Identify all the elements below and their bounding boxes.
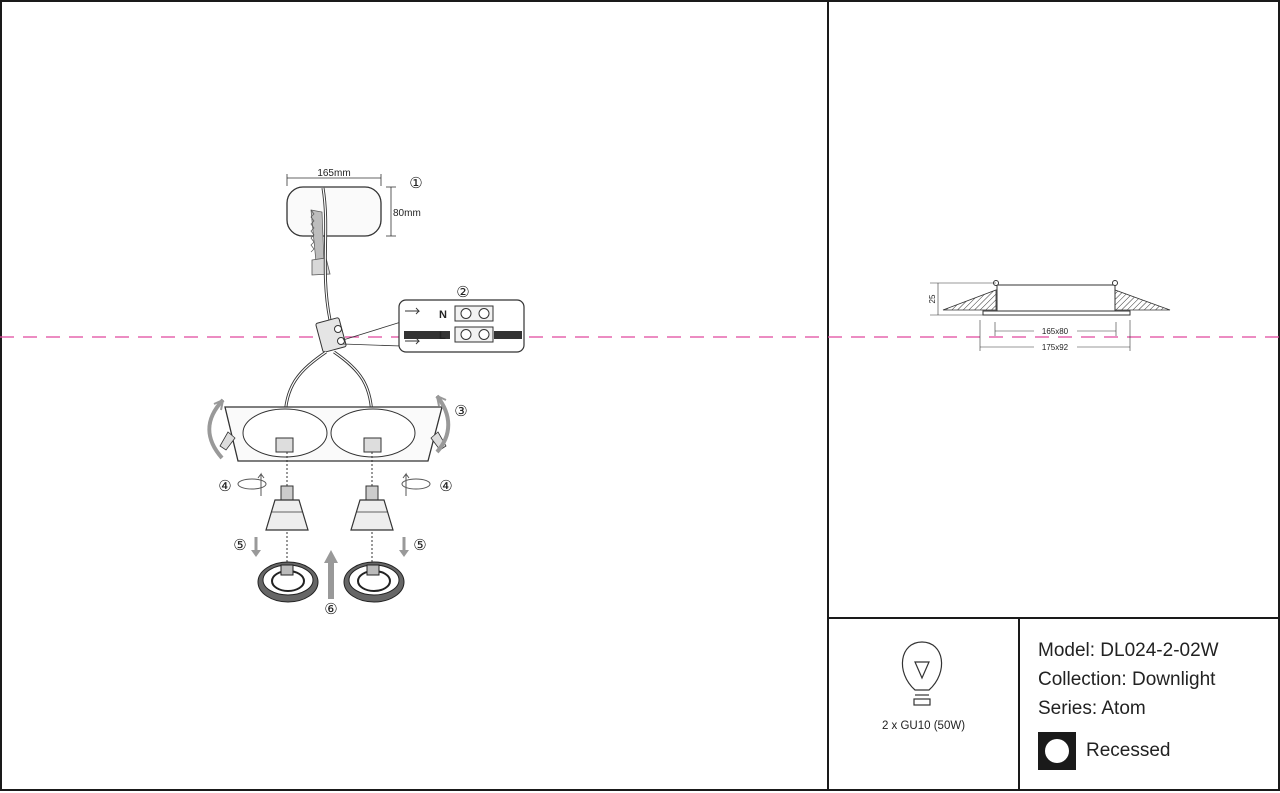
- trim-ring-right: [343, 561, 405, 603]
- step-6-number: ⑥: [324, 601, 337, 618]
- rotate-arrow-right-icon: [401, 472, 431, 496]
- side-height-label: 25: [928, 294, 937, 303]
- step-5-right-number: ⑤: [413, 537, 426, 554]
- down-arrow-right-icon: [399, 537, 409, 557]
- recessed-icon: [1038, 732, 1076, 770]
- bulb-spec: 2 x GU10 (50W): [881, 720, 966, 732]
- down-arrow-left-icon: [251, 537, 261, 557]
- trim-ring-left: [257, 561, 319, 603]
- side-outer-label: 175x92: [1042, 343, 1069, 352]
- terminal-neutral-label: N: [439, 309, 447, 321]
- spring-arrow-left: [207, 398, 225, 460]
- side-cutout-label: 165x80: [1042, 327, 1069, 336]
- step-1-number: ①: [409, 175, 422, 192]
- gu10-lamp-left: [265, 485, 309, 531]
- twin-housing: [219, 406, 447, 462]
- rotate-arrow-left-icon: [237, 472, 267, 496]
- ceiling-cutout: [286, 174, 396, 237]
- step-2-number: ②: [456, 284, 469, 301]
- side-section-view: [930, 280, 1171, 351]
- gu10-lamp-right: [350, 485, 394, 531]
- push-up-arrow-icon: [324, 550, 338, 599]
- step-5-left-number: ⑤: [233, 537, 246, 554]
- mounting-label: Recessed: [1086, 740, 1171, 761]
- model-label: Model: DL024-2-02W: [1038, 640, 1219, 661]
- collection-label: Collection: Downlight: [1038, 669, 1216, 690]
- terminal-connector: [315, 317, 347, 353]
- step-3-number: ③: [454, 403, 467, 420]
- dim-width-label: 165mm: [317, 168, 350, 179]
- spring-arrow-right: [435, 394, 451, 454]
- step-4-right-number: ④: [439, 478, 452, 495]
- dim-height-label: 80mm: [393, 208, 421, 219]
- step-4-left-number: ④: [218, 478, 231, 495]
- terminal-live-label: L: [439, 330, 446, 342]
- bulb-icon: [901, 641, 943, 706]
- series-label: Series: Atom: [1038, 698, 1146, 719]
- terminal-detail: [398, 299, 525, 353]
